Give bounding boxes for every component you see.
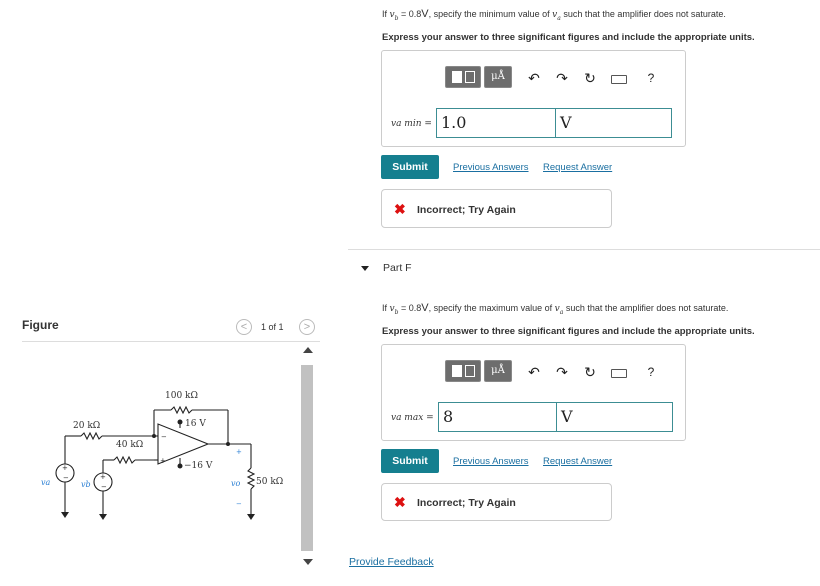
- resistor-40k: [113, 455, 136, 465]
- resistor-100k: [170, 405, 193, 415]
- templates-button[interactable]: [445, 360, 481, 382]
- label-va: va: [41, 478, 51, 487]
- label-r-b: 40 kΩ: [116, 440, 144, 450]
- part-e-instruction: Express your answer to three significant…: [382, 32, 755, 43]
- svg-text:−: −: [236, 500, 242, 508]
- svg-text:−: −: [63, 474, 69, 482]
- label-r-load: 50 kΩ: [256, 477, 284, 487]
- part-f-title[interactable]: Part F: [383, 262, 412, 274]
- reset-icon[interactable]: ↻: [584, 70, 596, 86]
- op-amp: [157, 423, 210, 465]
- part-f-value-input[interactable]: 8: [438, 402, 557, 432]
- part-f-collapse-icon[interactable]: [361, 266, 369, 271]
- svg-text:−: −: [101, 483, 107, 491]
- reset-icon[interactable]: ↻: [584, 364, 596, 380]
- next-figure-button[interactable]: >: [299, 319, 315, 335]
- part-f-previous-answers-link[interactable]: Previous Answers: [453, 456, 529, 467]
- template-icon: [452, 365, 462, 377]
- part-e-feedback-text: Incorrect; Try Again: [417, 204, 516, 216]
- figure-divider: [22, 341, 320, 342]
- incorrect-x-icon: ✖: [394, 494, 406, 510]
- part-e-feedback-box: ✖ Incorrect; Try Again: [381, 189, 612, 228]
- part-e-previous-answers-link[interactable]: Previous Answers: [453, 162, 529, 173]
- keyboard-icon[interactable]: [611, 369, 627, 378]
- part-f-submit-button[interactable]: Submit: [381, 449, 439, 473]
- template-icon: [452, 71, 462, 83]
- part-e-answer-box: μÅ ↶ ↷ ↻ ? va min = 1.0 V: [381, 50, 686, 147]
- part-f-var-label: va max =: [391, 413, 434, 423]
- keyboard-icon[interactable]: [611, 75, 627, 84]
- units-button[interactable]: μÅ: [484, 66, 512, 88]
- circuit-diagram: + − + − − + + −: [55, 405, 256, 520]
- part-e-value-input[interactable]: 1.0: [436, 108, 556, 138]
- figure-label: Figure: [22, 318, 59, 332]
- part-e-question: If vb = 0.8V, specify the minimum value …: [382, 8, 726, 22]
- part-f-question: If vb = 0.8V, specify the maximum value …: [382, 302, 729, 316]
- svg-text:+: +: [236, 448, 242, 456]
- help-icon[interactable]: ?: [647, 365, 655, 379]
- part-f-answer-box: μÅ ↶ ↷ ↻ ? va max = 8 V: [381, 344, 686, 441]
- section-divider: [348, 249, 820, 250]
- redo-icon[interactable]: ↷: [556, 70, 568, 86]
- scroll-down-arrow-icon[interactable]: [303, 559, 313, 565]
- part-f-units-input[interactable]: V: [556, 402, 673, 432]
- part-e-submit-button[interactable]: Submit: [381, 155, 439, 179]
- provide-feedback-link[interactable]: Provide Feedback: [349, 556, 434, 568]
- redo-icon[interactable]: ↷: [556, 364, 568, 380]
- svg-text:+: +: [160, 457, 166, 465]
- part-f-feedback-box: ✖ Incorrect; Try Again: [381, 483, 612, 521]
- template-icon-2: [465, 71, 475, 83]
- part-f-request-answer-link[interactable]: Request Answer: [543, 456, 613, 467]
- label-v-neg: −16 V: [184, 461, 213, 471]
- figure-pager: 1 of 1: [261, 322, 284, 332]
- svg-text:−: −: [161, 433, 167, 441]
- units-button[interactable]: μÅ: [484, 360, 512, 382]
- part-e-units-input[interactable]: V: [555, 108, 672, 138]
- undo-icon[interactable]: ↶: [528, 70, 540, 86]
- label-r-a: 20 kΩ: [73, 421, 101, 431]
- undo-icon[interactable]: ↶: [528, 364, 540, 380]
- figure-scrollbar[interactable]: [300, 343, 316, 575]
- part-f-feedback-text: Incorrect; Try Again: [417, 497, 516, 509]
- label-vo: vo: [231, 479, 241, 488]
- template-icon-2: [465, 365, 475, 377]
- templates-button[interactable]: [445, 66, 481, 88]
- scroll-up-arrow-icon[interactable]: [303, 347, 313, 353]
- svg-text:+: +: [100, 473, 106, 481]
- svg-text:+: +: [62, 464, 68, 472]
- label-vb: vb: [81, 480, 91, 489]
- part-e-var-label: va min =: [391, 119, 432, 129]
- previous-figure-button[interactable]: <: [236, 319, 252, 335]
- label-r-feedback: 100 kΩ: [165, 391, 198, 401]
- resistor-20k: [80, 431, 103, 441]
- label-v-pos: 16 V: [185, 419, 206, 429]
- part-e-request-answer-link[interactable]: Request Answer: [543, 162, 613, 173]
- scrollbar-thumb[interactable]: [301, 365, 313, 551]
- resistor-50k: [246, 467, 256, 490]
- help-icon[interactable]: ?: [647, 71, 655, 85]
- incorrect-x-icon: ✖: [394, 201, 406, 217]
- part-f-instruction: Express your answer to three significant…: [382, 326, 755, 337]
